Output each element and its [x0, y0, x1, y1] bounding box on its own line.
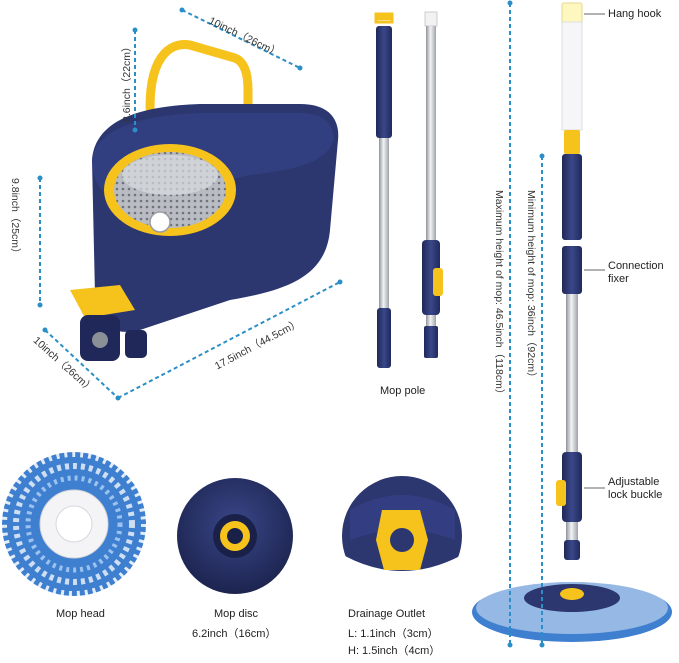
mop-pole-caption: Mop pole: [380, 385, 426, 397]
bucket-height-label: 9.8inch（25cm）: [9, 178, 21, 259]
mop-disc-size: 6.2inch（16cm）: [192, 628, 277, 640]
drainage-length: L: 1.1inch（3cm）: [348, 628, 439, 640]
max-height-label: Maximum height of mop: 46.5inch（118cm）: [493, 190, 505, 400]
drainage-caption: Drainage Outlet: [348, 608, 426, 620]
mop-disc-caption: Mop disc: [214, 608, 259, 620]
mop-disc-picture: [177, 478, 293, 594]
height-dimension-lines: [509, 3, 543, 645]
min-height-label: Minimum height of mop: 36inch（92cm）: [525, 190, 537, 383]
hang-hook-label: Hang hook: [608, 8, 662, 20]
mop-head-caption: Mop head: [56, 608, 105, 620]
lock-buckle-label-line2: lock buckle: [608, 489, 663, 501]
assembled-mop: [472, 2, 672, 642]
drainage-outlet-picture: [342, 476, 462, 596]
lock-buckle-label-line1: Adjustable: [608, 476, 660, 488]
mop-pole-pieces: [374, 11, 443, 368]
drainage-height: H: 1.5inch（4cm）: [348, 645, 441, 657]
mop-head-picture: [1, 451, 147, 597]
bucket-handle-height-label: 8.6inch（22cm）: [121, 41, 133, 122]
bucket-dimension-lines: [39, 9, 341, 399]
mop-bucket: [70, 39, 339, 361]
connection-fixer-label-line1: Connection: [608, 260, 664, 272]
connection-fixer-label-line2: fixer: [608, 273, 629, 285]
